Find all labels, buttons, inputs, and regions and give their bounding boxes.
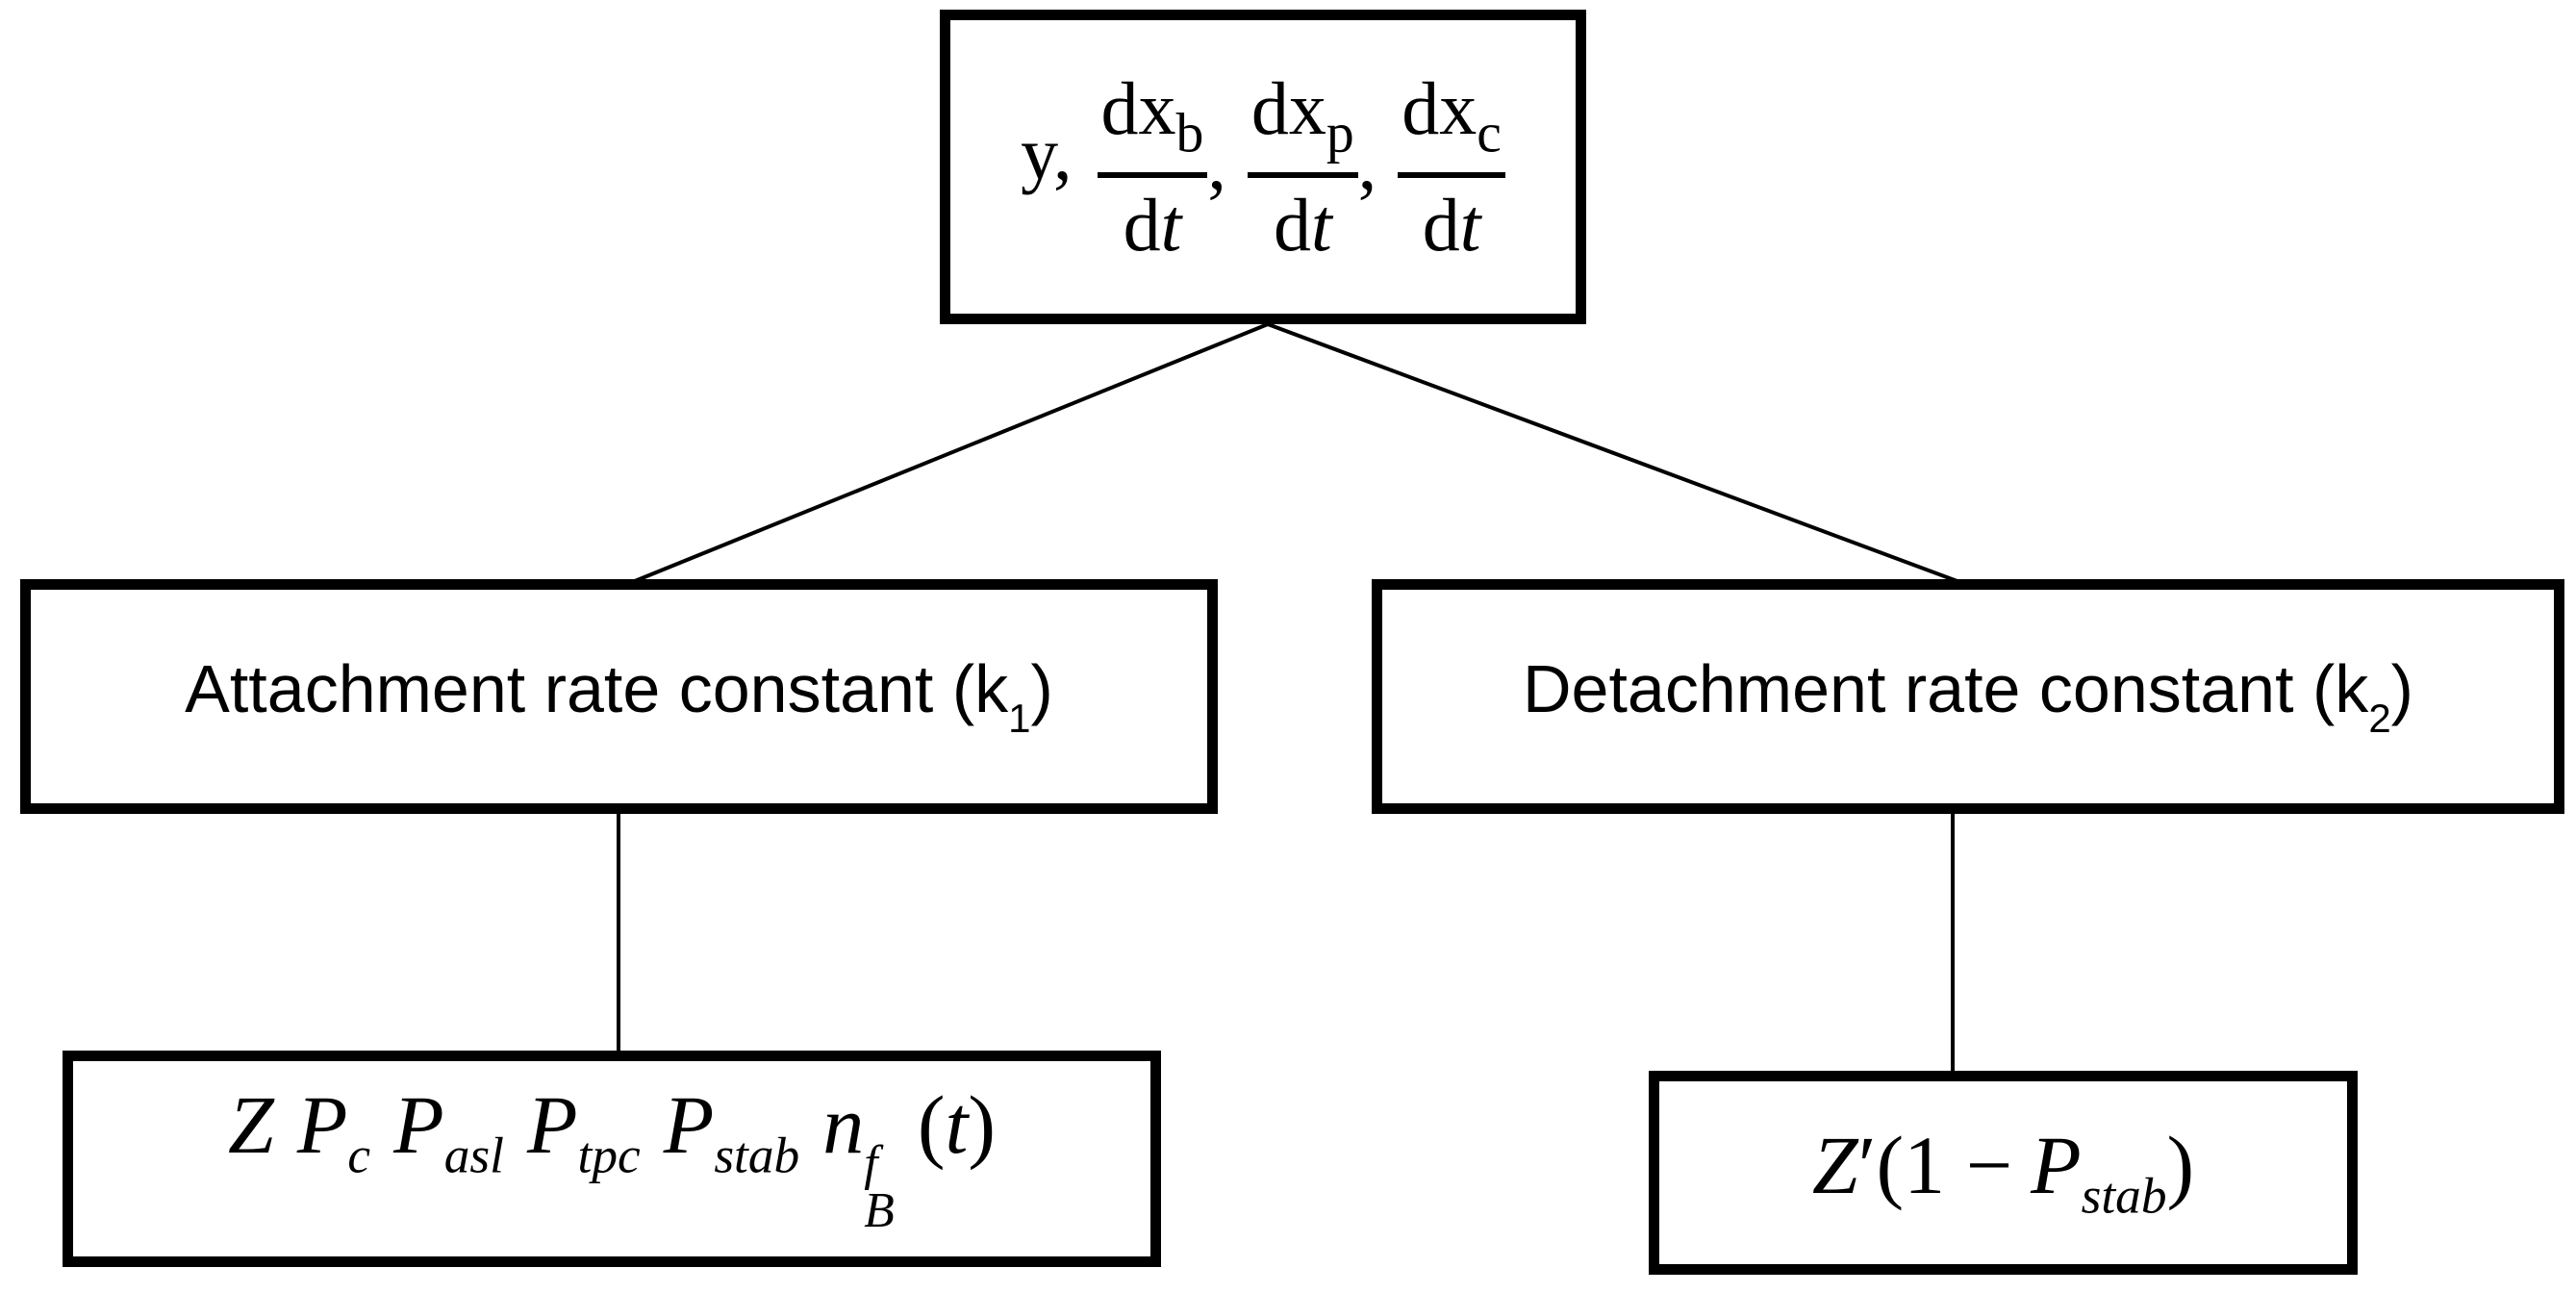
attachment-label-subscript: 1 <box>1008 695 1031 741</box>
root-prefix: y, <box>1021 111 1073 195</box>
numerator-subscript: c <box>1477 103 1502 165</box>
denominator-var: t <box>1160 182 1182 266</box>
term-Z: Z <box>227 1078 274 1171</box>
term-Z: Z <box>1811 1119 1858 1212</box>
separator-comma: , <box>1357 120 1377 205</box>
term-base: t <box>945 1078 969 1171</box>
k2-formula: Z′(1 −Pstab) <box>1812 1124 2194 1222</box>
fraction-numerator: dxb <box>1097 71 1208 178</box>
term-base: P <box>527 1078 578 1171</box>
derivative-fraction-p: dxp dt <box>1247 71 1358 263</box>
node-root-variables: y, dxb dt , dxp dt , dxc dt <box>940 10 1586 324</box>
term-subscript: stab <box>714 1126 800 1184</box>
term-subscript: tpc <box>577 1126 641 1184</box>
detachment-label-text: Detachment rate constant (k <box>1523 650 2369 726</box>
connector-root-to-attachment <box>629 322 1269 585</box>
term-subscript: asl <box>443 1126 504 1184</box>
paren-close: ) <box>2166 1119 2195 1212</box>
attachment-label-text: Attachment rate constant (k <box>185 650 1009 726</box>
connector-root-to-detachment <box>1267 322 1963 585</box>
paren-close: ) <box>968 1078 997 1171</box>
term-subscript: B <box>864 1183 895 1239</box>
fraction-denominator: dt <box>1274 178 1332 263</box>
numerator-base: dx <box>1402 66 1477 151</box>
fraction-numerator: dxp <box>1247 71 1358 178</box>
term-subscript: c <box>347 1126 371 1184</box>
numerator-subscript: b <box>1175 103 1204 165</box>
term-P-tpc: Ptpc <box>527 1078 641 1180</box>
term-superscript: f <box>864 1136 878 1192</box>
term-base: P <box>296 1078 348 1171</box>
attachment-label: Attachment rate constant (k1) <box>185 655 1053 739</box>
term-P: P <box>2031 1119 2082 1212</box>
fraction-numerator: dxc <box>1398 71 1505 178</box>
numerator-base: dx <box>1250 66 1326 151</box>
node-k2-formula: Z′(1 −Pstab) <box>1649 1071 2358 1275</box>
denominator-d: d <box>1123 182 1161 266</box>
term-P-c: Pc <box>296 1078 370 1180</box>
attachment-label-close: ) <box>1030 650 1053 726</box>
separator-comma: , <box>1207 120 1226 205</box>
derivative-fraction-b: dxb dt <box>1097 71 1208 263</box>
fraction-denominator: dt <box>1423 178 1481 263</box>
term-P-asl: Pasl <box>393 1078 504 1180</box>
numerator-base: dx <box>1100 66 1176 151</box>
term-base: n <box>822 1078 865 1171</box>
term-P-stab: Pstab <box>663 1078 799 1180</box>
detachment-label: Detachment rate constant (k2) <box>1523 655 2413 739</box>
node-attachment-rate-constant: Attachment rate constant (k1) <box>20 579 1218 814</box>
detachment-label-close: ) <box>2390 650 2413 726</box>
numerator-subscript: p <box>1326 103 1354 165</box>
term-base: P <box>663 1078 715 1171</box>
root-math-expression: y, dxb dt , dxp dt , dxc dt <box>1021 71 1505 262</box>
denominator-d: d <box>1274 182 1311 266</box>
paren-open-one-minus: (1 − <box>1876 1119 2013 1212</box>
denominator-var: t <box>1459 182 1481 266</box>
derivative-fraction-c: dxc dt <box>1398 71 1505 262</box>
paren-open: ( <box>917 1078 946 1171</box>
node-detachment-rate-constant: Detachment rate constant (k2) <box>1372 579 2564 814</box>
term-base: P <box>393 1078 444 1171</box>
denominator-var: t <box>1311 182 1332 266</box>
term-of-t: (t) <box>918 1078 996 1171</box>
denominator-d: d <box>1422 182 1460 266</box>
term-subscript: stab <box>2081 1166 2167 1225</box>
detachment-label-subscript: 2 <box>2368 695 2391 741</box>
fraction-denominator: dt <box>1124 178 1182 263</box>
prime-mark: ′ <box>1857 1119 1877 1212</box>
